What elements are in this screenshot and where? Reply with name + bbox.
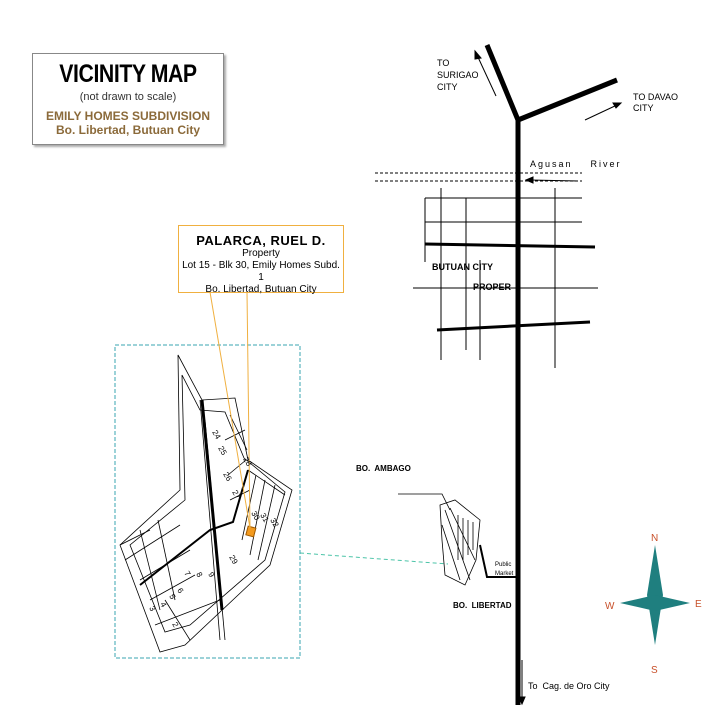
lot-number: 26 bbox=[221, 471, 234, 484]
label-bo-ambago: BO. AMBAGO bbox=[356, 464, 411, 473]
subdivision-location: Bo. Libertad, Butuan City bbox=[56, 123, 200, 137]
lot-number: 3 bbox=[147, 605, 157, 614]
compass-w: W bbox=[605, 601, 615, 612]
lot-number: 2 bbox=[170, 621, 180, 630]
label-proper: PROPER bbox=[473, 282, 512, 292]
city-grid bbox=[413, 188, 598, 368]
label-to-surigao-2: SURIGAO bbox=[437, 70, 479, 80]
label-bo-libertad: BO. LIBERTAD bbox=[453, 601, 512, 610]
lot-number: 8 bbox=[194, 571, 204, 580]
map-labels: TO SURIGAO CITY TO DAVAO CITY Agusan Riv… bbox=[356, 58, 678, 691]
callout-lines bbox=[209, 291, 251, 529]
lot-number: 29 bbox=[227, 554, 240, 567]
main-roads bbox=[484, 44, 618, 705]
inset-lot-plan bbox=[119, 354, 293, 653]
compass-e: E bbox=[695, 599, 702, 610]
label-to-surigao-3: CITY bbox=[437, 82, 458, 92]
compass-ew-arrow bbox=[620, 595, 690, 611]
label-agusan-river: Agusan River bbox=[530, 159, 622, 169]
owner-name: PALARCA, RUEL D. bbox=[196, 233, 326, 248]
label-to-davao-2: CITY bbox=[633, 103, 654, 113]
label-public-market-1: Public bbox=[495, 562, 511, 568]
label-public-market-2: Market bbox=[495, 571, 514, 577]
property-lot-highlight[interactable] bbox=[245, 525, 257, 538]
compass-rose: N S E W bbox=[605, 533, 702, 676]
lot-number: 25 bbox=[216, 445, 229, 458]
label-to-davao-1: TO DAVAO bbox=[633, 92, 678, 102]
road-to-davao bbox=[517, 77, 618, 123]
lot-number: 4 bbox=[158, 601, 168, 610]
subdivision-name: EMILY HOMES SUBDIVISION bbox=[45, 109, 211, 123]
label-butuan-city: BUTUAN CITY bbox=[432, 262, 493, 272]
compass-s: S bbox=[651, 665, 658, 676]
label-to-surigao-1: TO bbox=[437, 58, 449, 68]
property-lot: Lot 15 - Blk 30, Emily Homes Subd. 1 bbox=[182, 260, 340, 283]
property-type: Property bbox=[242, 248, 280, 259]
libertad-subdivision-sketch bbox=[398, 493, 516, 586]
lot-number: 24 bbox=[210, 429, 223, 442]
label-to-cagayan: To Cag. de Oro City bbox=[528, 681, 610, 691]
compass-n: N bbox=[651, 533, 658, 544]
map-title: VICINITY MAP bbox=[59, 60, 197, 88]
lot-number: 6 bbox=[175, 587, 185, 596]
property-callout: PALARCA, RUEL D. Property Lot 15 - Blk 3… bbox=[178, 225, 344, 295]
lot-number: 5 bbox=[167, 593, 177, 602]
inset-frame bbox=[114, 344, 301, 659]
inset-connector bbox=[299, 552, 449, 565]
lot-number: 28 bbox=[241, 456, 254, 469]
map-subtitle: (not drawn to scale) bbox=[79, 91, 177, 103]
lot-number: 7 bbox=[182, 570, 192, 579]
inset-cross-road bbox=[139, 469, 249, 586]
property-address: Bo. Libertad, Butuan City bbox=[205, 284, 317, 295]
lot-number: 9 bbox=[206, 571, 216, 580]
title-box: VICINITY MAP (not drawn to scale) EMILY … bbox=[32, 53, 224, 145]
inset-main-road bbox=[200, 399, 224, 611]
agusan-river bbox=[375, 172, 582, 182]
